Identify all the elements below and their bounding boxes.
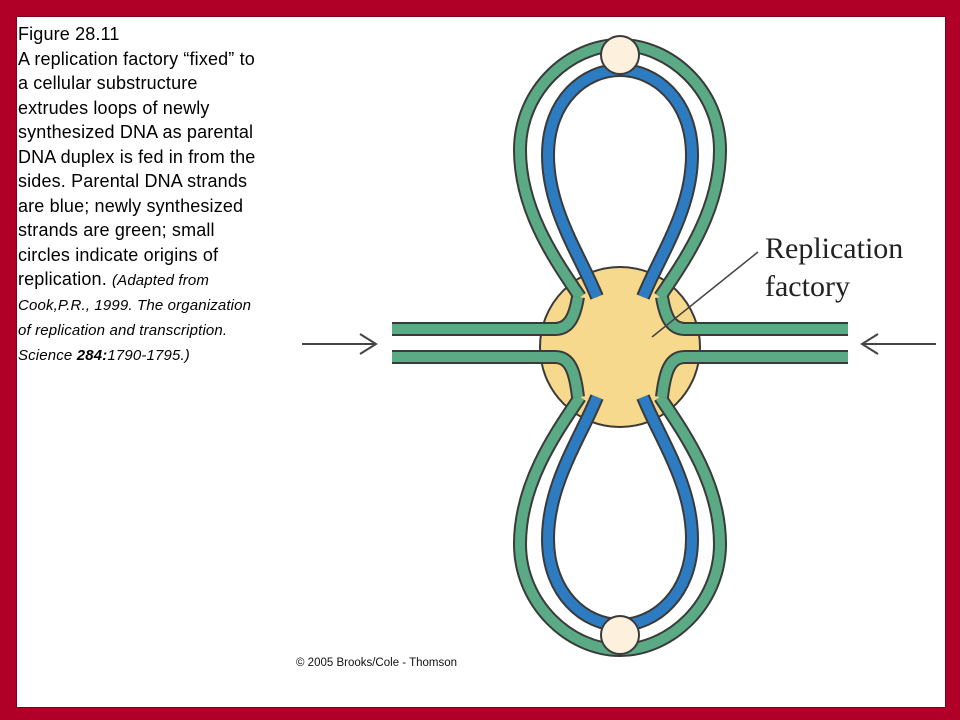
parental-strand-lower-loop (540, 394, 700, 633)
figure-number: Figure 28.11 (18, 24, 120, 44)
citation-pages: 1790-1795.) (107, 347, 190, 364)
right-feed-arrow-icon (860, 333, 936, 355)
caption-citation: (Adapted from Cook,P.R., 1999. The organ… (18, 272, 251, 364)
copyright-notice: © 2005 Brooks/Cole - Thomson (296, 657, 458, 669)
replication-factory-label-line2: factory (765, 270, 850, 303)
citation-text: (Adapted from Cook,P.R., 1999. The organ… (18, 272, 252, 364)
citation-volume: 284: (76, 347, 108, 364)
replication-factory-disk (539, 266, 701, 428)
left-parental-duplex (392, 295, 585, 398)
figure-caption: Figure 28.11 A replication factory “fixe… (18, 22, 268, 367)
parental-strand-upper-loop (540, 62, 700, 300)
left-feed-arrow-icon (302, 333, 378, 355)
replication-factory-label-line1: Replication (765, 232, 903, 265)
label-pointer-line (651, 251, 759, 338)
origin-of-replication-top (600, 35, 640, 75)
origin-of-replication-bottom (600, 615, 640, 655)
caption-body: A replication factory “fixed” to a cellu… (18, 48, 256, 290)
